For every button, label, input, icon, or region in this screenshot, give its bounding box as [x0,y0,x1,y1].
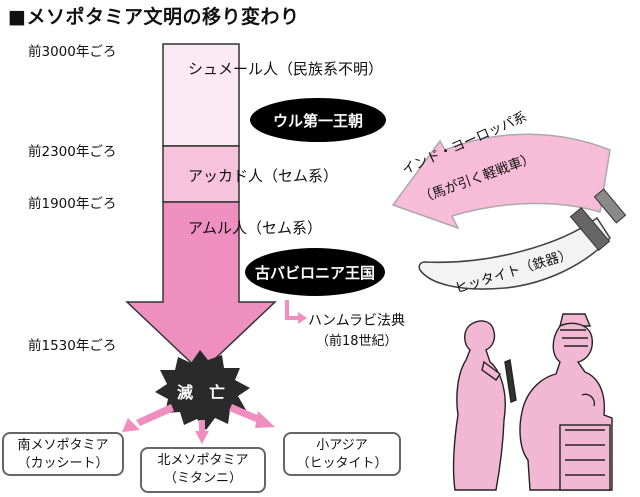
dynasty-ur: ウル第一王朝 [272,112,363,130]
sumer-band [162,43,240,147]
sword-guard [569,206,611,252]
amor-band-arrow [125,201,277,374]
dynasty-old-babylon: 古バビロニア王国 [254,264,375,282]
sword-blade [418,216,612,290]
successor-south-people: （カッシート） [17,456,109,471]
successor-north-people: （ミタンニ） [163,471,242,486]
law-code-title: ハンムラビ法典 [308,313,406,329]
people-sumer: シュメール人（民族系不明） [188,60,384,78]
successor-north: 北メソポタミア （ミタンニ） [140,447,266,493]
sword-hilt [593,188,627,224]
successor-anatolia-people: （ヒッタイト） [296,456,388,471]
era-3000bc: 前3000年ごろ [28,44,117,60]
akkad-band [162,145,240,203]
successor-anatolia: 小アジア （ヒッタイト） [283,432,401,476]
law-code-date: （前18世紀） [316,334,398,349]
law-arrow [285,300,300,320]
people-akkad: アッカド人（セム系） [188,167,339,185]
era-2300bc: 前2300年ごろ [28,144,117,160]
successor-south-region: 南メソポタミア [17,438,109,453]
fall-label: 滅 亡 [176,383,225,402]
era-1530bc: 前1530年ごろ [28,338,117,354]
stele-figures [452,313,613,491]
successor-north-region: 北メソポタミア [157,453,249,468]
people-amor: アムル人（セム系） [188,219,322,237]
babylon-oval [245,248,385,296]
successor-south: 南メソポタミア （カッシート） [2,432,124,476]
era-1900bc: 前1900年ごろ [28,196,117,212]
fall-burst [155,350,250,430]
page-title: ■メソポタミア文明の移り変わり [8,6,300,28]
successor-anatolia-region: 小アジア [316,438,368,453]
ur-oval [250,98,386,142]
indo-european-arrow [391,133,611,230]
successor-arrows [122,404,275,444]
